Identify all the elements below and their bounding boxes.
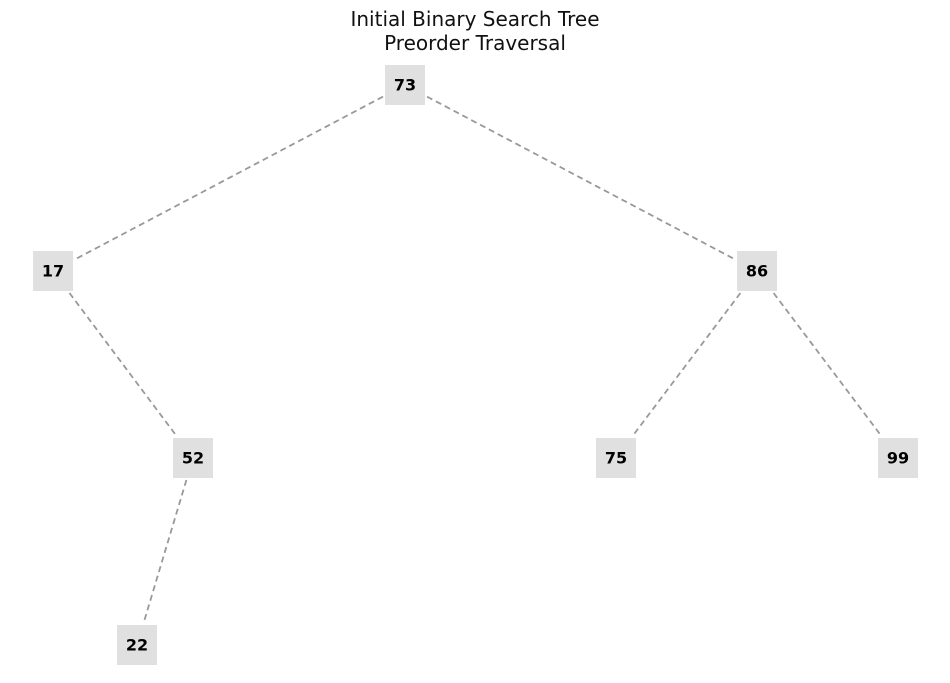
tree-node-label: 52 [182, 449, 204, 468]
tree-node-label: 22 [126, 636, 148, 655]
tree-edge-73-86 [426, 95, 736, 261]
tree-node-box [737, 251, 777, 291]
tree-node-52: 52 [173, 438, 213, 478]
tree-node-box [878, 438, 918, 478]
tree-node-75: 75 [596, 438, 636, 478]
diagram-title: Initial Binary Search Tree [350, 7, 600, 31]
tree-node-label: 86 [746, 262, 768, 281]
tree-edge-17-52 [68, 292, 178, 437]
tree-node-label: 73 [394, 76, 416, 95]
diagram-title-block: Initial Binary Search Tree Preorder Trav… [0, 7, 950, 55]
tree-edge-86-99 [772, 292, 883, 437]
tree-node-17: 17 [33, 251, 73, 291]
tree-edge-73-17 [74, 95, 384, 261]
tree-node-box [33, 251, 73, 291]
tree-node-22: 22 [117, 625, 157, 665]
diagram-subtitle: Preorder Traversal [384, 31, 566, 55]
tree-edge-86-75 [631, 292, 742, 437]
tree-node-label: 99 [887, 449, 909, 468]
tree-node-box [173, 438, 213, 478]
tree-node-99: 99 [878, 438, 918, 478]
tree-node-box [117, 625, 157, 665]
tree-node-box [596, 438, 636, 478]
tree-edges [68, 95, 883, 624]
tree-nodes: 73 17 86 52 75 99 22 [33, 65, 918, 665]
tree-node-86: 86 [737, 251, 777, 291]
tree-node-box [385, 65, 425, 105]
tree-edge-52-22 [142, 479, 188, 624]
tree-node-label: 75 [605, 449, 627, 468]
tree-node-73: 73 [385, 65, 425, 105]
tree-node-label: 17 [42, 262, 64, 281]
